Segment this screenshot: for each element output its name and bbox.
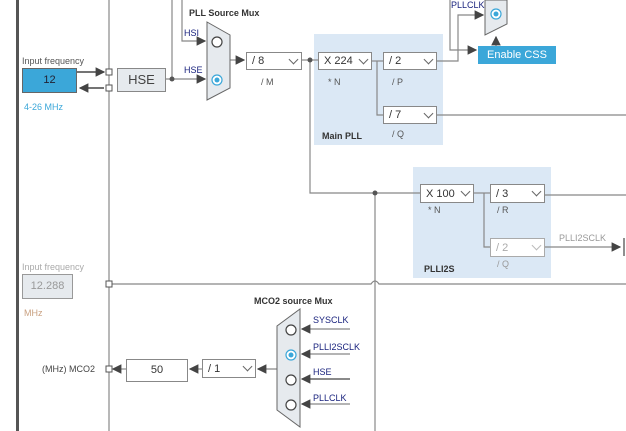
- pll-q-select[interactable]: / 7: [383, 106, 437, 124]
- pll-source-mux-title: PLL Source Mux: [189, 8, 260, 18]
- hsi-label: HSI: [184, 28, 200, 38]
- chevron-down-icon: [423, 108, 434, 119]
- plli2sclk-label: PLLI2SCLK: [559, 233, 607, 243]
- radio-mco2-hse: [285, 374, 297, 386]
- pll-source-mux-shape: [206, 21, 231, 101]
- radio-hsi: [211, 36, 223, 48]
- left-border: [16, 0, 19, 431]
- pll-m-label: / M: [261, 77, 274, 87]
- radio-mco2-pllclk: [285, 399, 297, 411]
- mco2-input-plli2sclk: PLLI2SCLK: [313, 342, 361, 352]
- pllclk-label: PLLCLK: [451, 0, 485, 10]
- plli2s-q-label: / Q: [497, 259, 510, 269]
- mco2-label: (MHz) MCO2: [42, 364, 95, 374]
- chevron-down-icon: [460, 186, 471, 197]
- pll-p-label: / P: [392, 77, 404, 87]
- mco2-divider-select[interactable]: / 1: [202, 359, 256, 378]
- enable-css-button[interactable]: Enable CSS: [478, 46, 556, 64]
- chevron-down-icon: [242, 361, 253, 372]
- plli2s-n-label: * N: [428, 205, 441, 215]
- chevron-down-icon: [531, 240, 542, 251]
- plli2s-q-select[interactable]: / 2: [490, 238, 545, 257]
- plli2s-r-select[interactable]: / 3: [490, 184, 545, 203]
- hse-label: HSE: [184, 65, 203, 75]
- plli2s-n-select[interactable]: X 100: [420, 184, 474, 203]
- pll-m-select[interactable]: / 8: [246, 52, 302, 70]
- pll-q-label: / Q: [392, 129, 405, 139]
- pll-n-value: X 224: [324, 55, 353, 67]
- hse-block: HSE: [117, 68, 166, 92]
- i2s-input-field[interactable]: 12.288: [22, 274, 73, 299]
- plli2s-q-value: / 2: [496, 241, 509, 254]
- i2s-unit: MHz: [24, 308, 43, 318]
- hse-input-field[interactable]: 12: [22, 68, 77, 93]
- pll-q-value: / 7: [389, 109, 402, 121]
- plli2s-r-label: / R: [497, 205, 509, 215]
- mco2-input-sysclk: SYSCLK: [313, 315, 349, 325]
- mco2-divider-value: / 1: [208, 362, 221, 375]
- pll-m-value: / 8: [252, 55, 265, 67]
- mco2-mux-shape: [276, 308, 301, 428]
- mco2-value-field[interactable]: 50: [126, 359, 188, 382]
- pll-p-value: / 2: [389, 55, 402, 67]
- mco2-input-hse: HSE: [313, 367, 332, 377]
- plli2s-n-value: X 100: [426, 187, 455, 200]
- pll-n-select[interactable]: X 224: [318, 52, 372, 70]
- chevron-down-icon: [358, 54, 369, 65]
- chevron-down-icon: [423, 54, 434, 65]
- hse-range: 4-26 MHz: [24, 102, 64, 112]
- mco2-mux-title: MCO2 source Mux: [254, 296, 333, 306]
- chevron-down-icon: [531, 186, 542, 197]
- pll-n-label: * N: [328, 77, 341, 87]
- chevron-down-icon: [288, 54, 299, 65]
- plli2s-r-value: / 3: [496, 187, 509, 200]
- i2s-input-label: Input frequency: [22, 262, 85, 272]
- mco2-input-pllclk: PLLCLK: [313, 393, 347, 403]
- pll-p-select[interactable]: / 2: [383, 52, 437, 70]
- plli2s-title: PLLI2S: [424, 264, 455, 274]
- hse-input-label: Input frequency: [22, 56, 85, 66]
- radio-mco2-sysclk: [285, 324, 297, 336]
- main-pll-title: Main PLL: [322, 131, 362, 141]
